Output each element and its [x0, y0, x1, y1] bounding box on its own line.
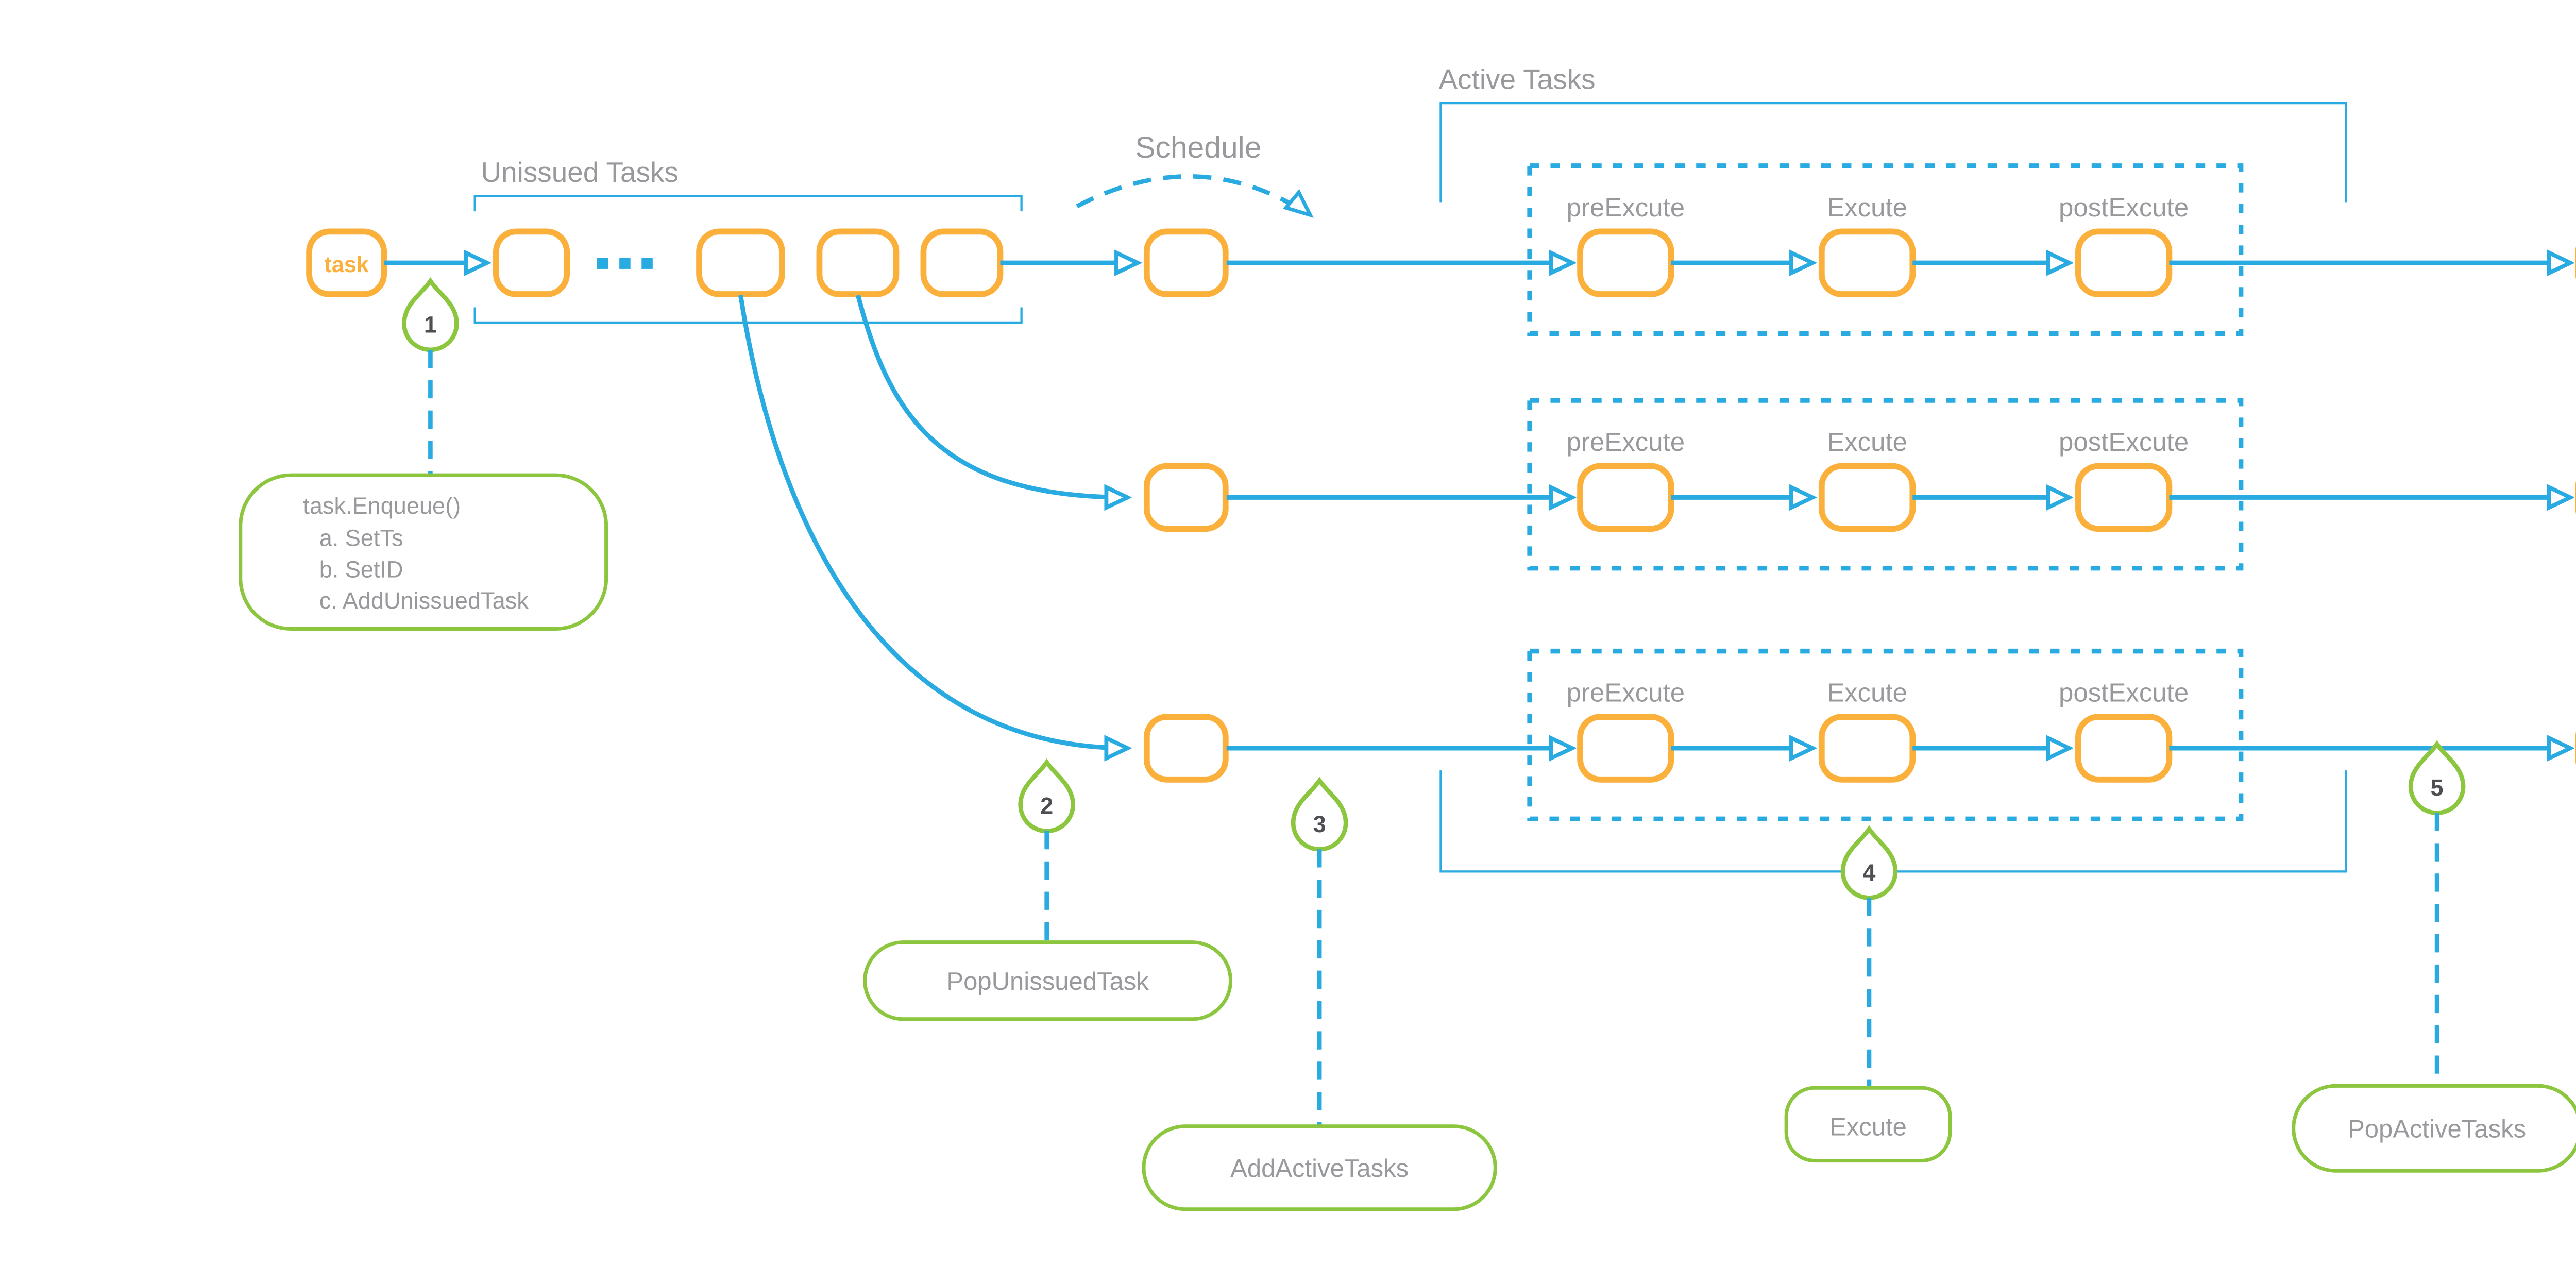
step-2-box	[863, 940, 1233, 1021]
step-2-label: PopUnissuedTask	[946, 968, 1149, 996]
row2-excute-node	[1818, 463, 1916, 532]
row3-excute-node	[1818, 714, 1916, 783]
step-4-label: Excute	[1829, 1113, 1907, 1141]
step-1-substep: b. SetID	[319, 556, 403, 582]
row2-pipeline-box	[1527, 398, 2244, 571]
scheduler: Schedule	[1076, 131, 1314, 783]
queue-node	[920, 228, 1004, 297]
step-4-box	[1784, 1086, 1952, 1163]
worker-row-2: preExcute Excute postExcute	[1226, 398, 2576, 571]
row1-post-excute-node	[2075, 228, 2173, 297]
step-5-number: 5	[2431, 774, 2444, 801]
step-3-number: 3	[1313, 811, 1326, 837]
step-5-box	[2292, 1084, 2576, 1173]
row3-pre-excute-label: preExcute	[1567, 678, 1685, 707]
queue-node	[696, 228, 785, 297]
row2-pre-excute-node	[1577, 463, 1674, 532]
schedule-label: Schedule	[1135, 131, 1261, 164]
queue-node	[493, 228, 570, 297]
scheduler-node-row-2	[1143, 463, 1229, 532]
step-2-annotation: 2 PopUnissuedTask	[863, 758, 1233, 1021]
row1-post-excute-label: postExcute	[2059, 193, 2189, 222]
row3-post-excute-label: postExcute	[2059, 678, 2189, 707]
task-node-label: task	[324, 252, 369, 277]
row3-pre-excute-node	[1577, 714, 1674, 783]
scheduler-node-row-3	[1143, 714, 1229, 783]
row1-excute-node	[1818, 228, 1916, 297]
step-3-annotation: 3 AddActiveTasks	[1142, 777, 1497, 1211]
row3-pipeline-box	[1527, 648, 2244, 822]
scheduler-node-row-1	[1143, 228, 1229, 297]
row2-post-excute-node	[2075, 463, 2173, 532]
pop-curve-to-row-2	[855, 294, 1127, 497]
active-tasks-title: Active Tasks	[1439, 63, 1596, 95]
step-3-box	[1142, 1124, 1497, 1211]
step-1-annotation: 1 task.Enqueue() a. SetTs b. SetID c. Ad…	[239, 277, 608, 631]
unissued-queue-title: Unissued Tasks	[481, 156, 678, 188]
row2-excute-label: Excute	[1827, 427, 1907, 457]
step-5-annotation: 5 PopActiveTasks	[2292, 740, 2576, 1173]
step-1-box	[239, 473, 608, 631]
schedule-arc-arrow	[1076, 174, 1307, 214]
step-1-title: task.Enqueue()	[303, 493, 461, 519]
row1-pipeline-box	[1527, 163, 2244, 336]
step-1-number: 1	[424, 312, 437, 338]
row2-pre-excute-label: preExcute	[1567, 427, 1685, 457]
row3-post-excute-node	[2075, 714, 2173, 783]
queue-ellipsis-icon	[597, 258, 653, 269]
row1-pre-excute-label: preExcute	[1567, 193, 1685, 222]
row3-excute-label: Excute	[1827, 678, 1907, 707]
row2-post-excute-label: postExcute	[2059, 427, 2189, 457]
step-4-annotation: 4 Excute	[1784, 825, 1952, 1163]
row1-pre-excute-node	[1577, 228, 1674, 297]
worker-row-3: preExcute Excute postExcute	[1226, 648, 2576, 822]
unissued-tasks-queue: Unissued Tasks	[473, 156, 1138, 748]
step-5-label: PopActiveTasks	[2348, 1115, 2526, 1143]
unissued-bracket-top	[473, 195, 1023, 212]
pop-curve-to-row-3	[738, 295, 1127, 748]
queue-node	[816, 228, 900, 297]
step-2-number: 2	[1040, 793, 1053, 819]
active-bracket-top	[1439, 102, 2347, 203]
step-3-label: AddActiveTasks	[1230, 1155, 1409, 1183]
step-4-number: 4	[1862, 859, 1875, 886]
schedule-arc-arrowhead-icon	[1282, 189, 1314, 218]
unissued-bracket-bottom	[473, 307, 1023, 324]
row1-excute-label: Excute	[1827, 193, 1907, 222]
step-1-substep: c. AddUnissuedTask	[319, 587, 529, 614]
task-entry: task	[306, 228, 487, 297]
worker-row-1: preExcute Excute postExcute	[1226, 163, 2576, 336]
step-1-substep: a. SetTs	[319, 525, 403, 551]
